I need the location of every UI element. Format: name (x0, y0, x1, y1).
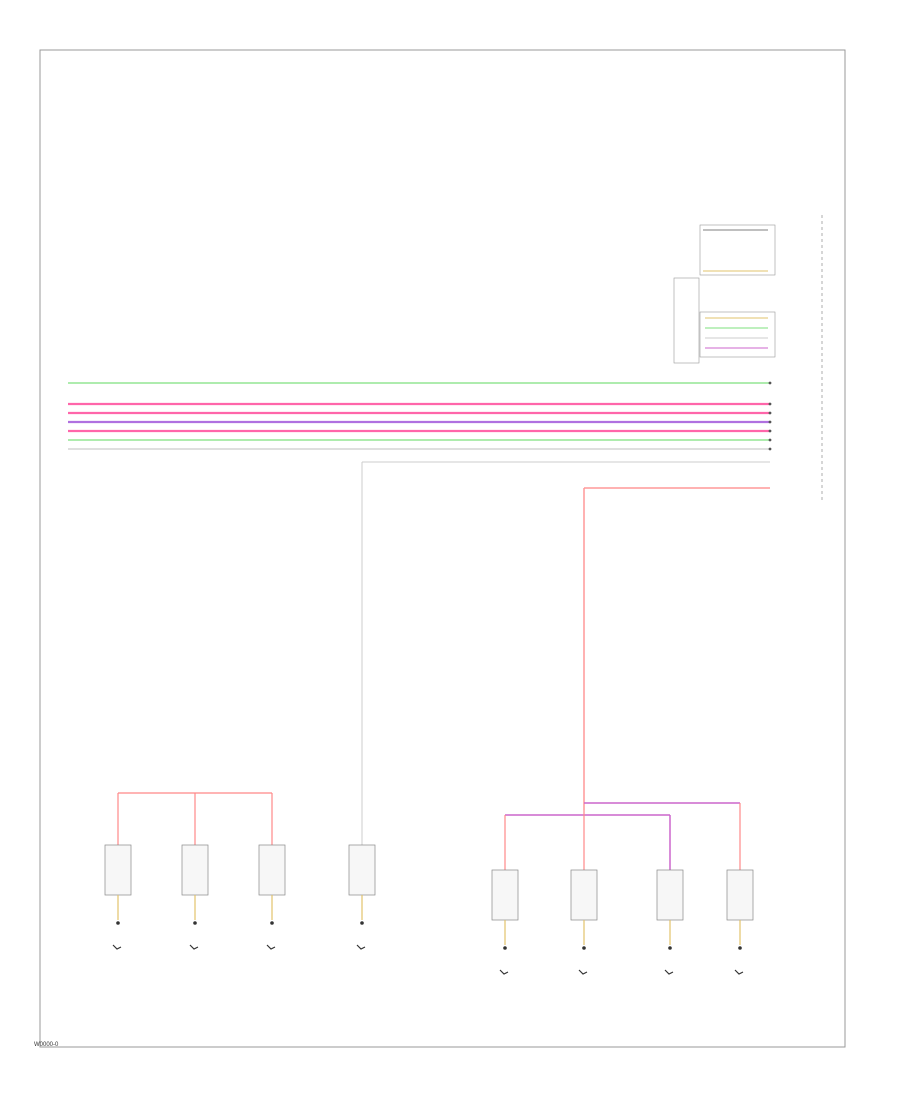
switch-component (656, 869, 684, 975)
diagram-id: W0000-0 (34, 1042, 59, 1048)
connector-pin (768, 438, 772, 442)
switch-components (104, 844, 754, 975)
switch-component (348, 844, 376, 950)
bus-wires (68, 381, 772, 451)
switch-component (726, 869, 754, 975)
switch-component (181, 844, 209, 950)
switch-component (491, 869, 519, 975)
connector-pin (768, 411, 772, 415)
switch-component (104, 844, 132, 950)
connector-pin (768, 381, 772, 385)
connector-pin (768, 447, 772, 451)
left-group-wiring (117, 790, 363, 845)
connector-pin (768, 420, 772, 424)
switch-component (258, 844, 286, 950)
connector-pin (768, 429, 772, 433)
diagram-frame (39, 49, 846, 1048)
right-group-wiring (504, 802, 741, 870)
switch-component (570, 869, 598, 975)
upper-right-module (673, 224, 776, 364)
connector-pin (768, 402, 772, 406)
